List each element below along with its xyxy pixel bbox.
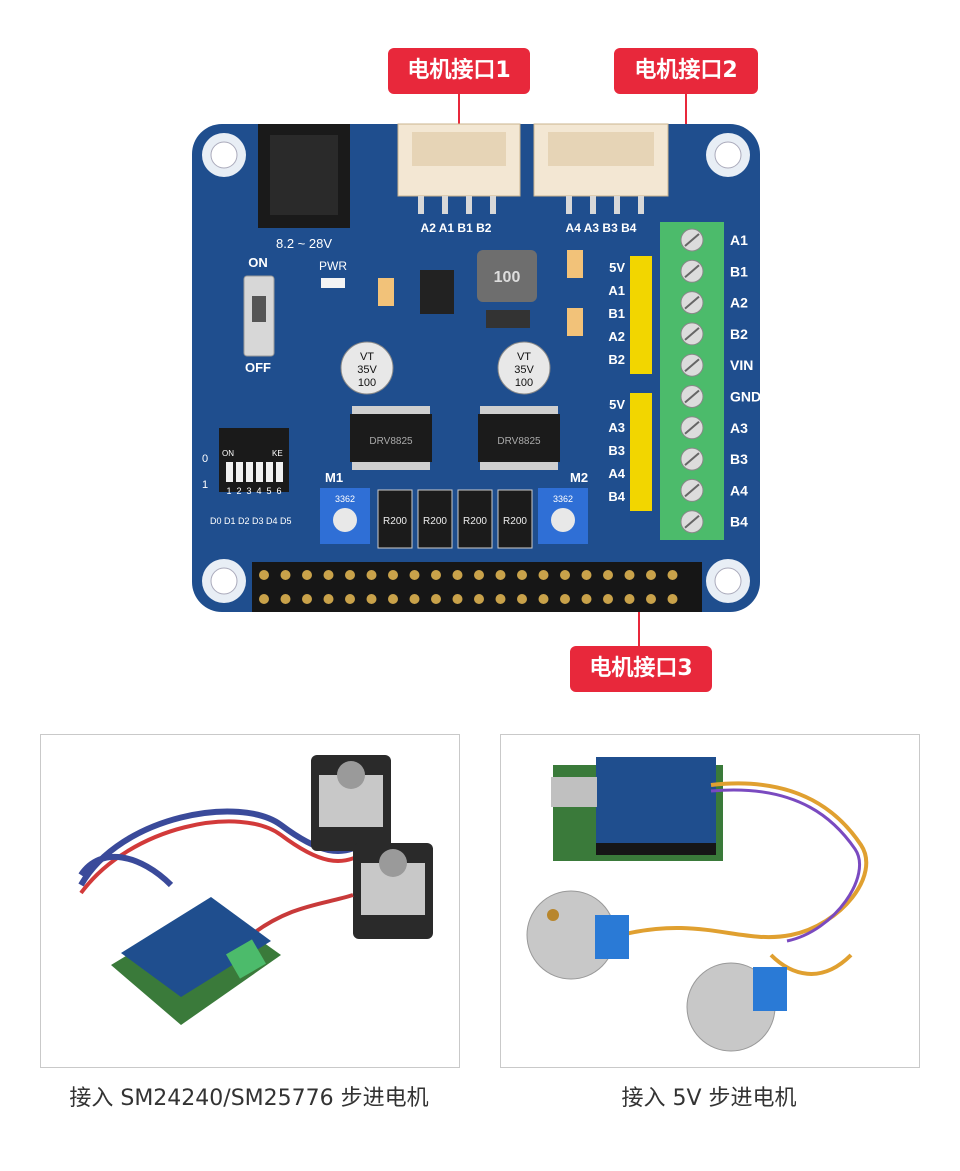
switch-off-label: OFF [245, 360, 271, 375]
gpio-header [252, 562, 702, 612]
caption-right: 接入 5V 步进电机 [621, 1086, 797, 1111]
driver-chip-m2: DRV8825 [478, 406, 560, 470]
dip-row-0: 0 [202, 453, 208, 465]
terminal-label: A4 [730, 482, 748, 498]
photo-sm-stepper [40, 734, 460, 1068]
terminal-label: A2 [730, 295, 748, 311]
terminal-label: B3 [730, 451, 748, 467]
dip-on-label: ON [222, 449, 234, 458]
connector-1-pins: A2 A1 B1 B2 [421, 221, 492, 235]
motor-connector-1 [397, 123, 521, 214]
dip-num-1: 1 [226, 486, 231, 496]
motor-interface-1-label: 电机接口1 [388, 48, 530, 94]
hdr-bot-a3: A3 [608, 420, 625, 435]
5v-stepper-illustration [526, 757, 869, 1052]
pwr-label: PWR [319, 259, 347, 273]
m2-label: M2 [570, 470, 588, 485]
hat-on-pi [111, 897, 281, 1025]
driver-chip-m2-label: DRV8825 [497, 436, 541, 447]
resistor-2-label: R200 [423, 516, 447, 527]
driver-chip-m1-label: DRV8825 [369, 436, 413, 447]
photo-5v-stepper [500, 734, 920, 1068]
stepper-motor-1 [311, 755, 391, 851]
small-stepper-2 [686, 962, 787, 1052]
dip-bottom-labels: D0 D1 D2 D3 D4 D5 [210, 516, 292, 526]
hdr-top-a1: A1 [608, 283, 625, 298]
dip-row-1: 1 [202, 479, 208, 491]
resistor-3-label: R200 [463, 516, 487, 527]
terminal-label: B4 [730, 514, 748, 530]
electrolytic-cap-left: VT 35V 100 [340, 341, 394, 395]
stepper-motor-2 [353, 843, 433, 939]
small-stepper-1 [526, 890, 629, 980]
tantalum-caps [378, 250, 583, 336]
hdr-bot-5v: 5V [609, 397, 625, 412]
cap-left-text-2: 35V [357, 364, 377, 376]
board-illustration: 8.2 ~ 28V A2 A1 B1 B2 A4 A3 B3 B4 ON OFF… [192, 94, 761, 646]
cap-left-text-1: VT [360, 351, 374, 363]
terminal-label: A3 [730, 420, 748, 436]
hdr-bot-b3: B3 [608, 443, 625, 458]
inductor-label: 100 [494, 269, 521, 286]
resistor-4-label: R200 [503, 516, 527, 527]
driver-chip-m1: DRV8825 [350, 406, 432, 470]
hdr-top-b1: B1 [608, 306, 625, 321]
power-range-label: 8.2 ~ 28V [276, 236, 332, 251]
dip-num-4: 4 [256, 486, 261, 496]
hdr-top-b2: B2 [608, 352, 625, 367]
regulator-ic [420, 270, 454, 314]
terminal-label: GND [730, 389, 761, 405]
hdr-bot-a4: A4 [608, 466, 625, 481]
pwr-led [321, 278, 345, 288]
diode [486, 310, 530, 328]
dip-num-2: 2 [236, 486, 241, 496]
cap-right-text-3: 100 [515, 377, 533, 389]
terminal-label: VIN [730, 357, 753, 373]
dip-num-6: 6 [276, 486, 281, 496]
hdr-bot-b4: B4 [608, 489, 625, 504]
m1-label: M1 [325, 470, 343, 485]
dip-switch [219, 428, 289, 492]
motor-interface-2-label: 电机接口2 [614, 48, 758, 94]
cap-left-text-3: 100 [358, 377, 376, 389]
dip-num-3: 3 [246, 486, 251, 496]
potentiometer-m1: 3362 [320, 488, 370, 544]
sm-stepper-illustration [78, 755, 433, 1025]
potentiometer-m2: 3362 [538, 488, 588, 544]
dip-ke-label: KE [272, 449, 283, 458]
terminal-label: B2 [730, 326, 748, 342]
inductor [477, 250, 537, 302]
resistor-1-label: R200 [383, 516, 407, 527]
dip-num-5: 5 [266, 486, 271, 496]
terminal-label: A1 [730, 232, 748, 248]
pot-m2-label: 3362 [553, 494, 573, 504]
cap-right-text-1: VT [517, 351, 531, 363]
motor-interface-3-label: 电机接口3 [570, 646, 712, 692]
terminal-screws [680, 228, 704, 534]
cap-right-text-2: 35V [514, 364, 534, 376]
sense-resistors: R200 R200 R200 R200 [377, 489, 533, 549]
header-motor3-top [630, 256, 652, 374]
pot-m1-label: 3362 [335, 494, 355, 504]
hdr-top-5v: 5V [609, 260, 625, 275]
terminal-label: B1 [730, 263, 748, 279]
gpio-pins [259, 570, 678, 604]
electrolytic-cap-right: VT 35V 100 [497, 341, 551, 395]
hat-on-pi-2 [551, 757, 723, 861]
connector-2-pins: A4 A3 B3 B4 [566, 221, 637, 235]
caption-left: 接入 SM24240/SM25776 步进电机 [69, 1086, 429, 1111]
motor-connector-2 [533, 123, 669, 214]
hdr-top-a2: A2 [608, 329, 625, 344]
switch-on-label: ON [248, 255, 268, 270]
mounting-holes [202, 133, 750, 603]
header-motor3-bottom [630, 393, 652, 511]
